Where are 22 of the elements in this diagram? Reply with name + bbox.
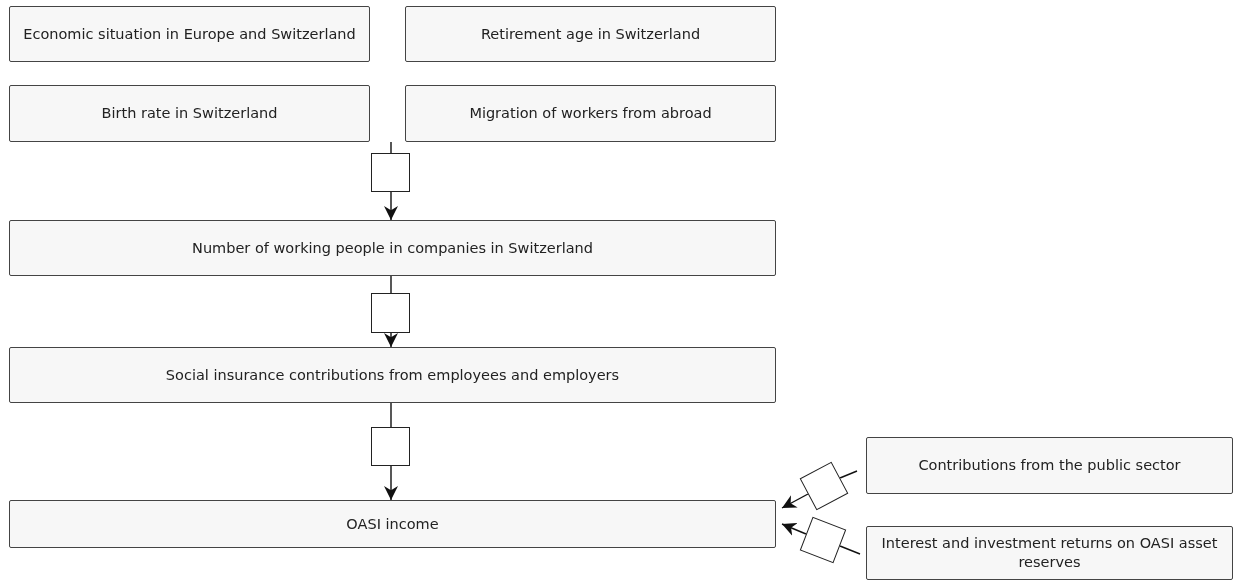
factor-box: Number of working people in companies in Switzerland — [9, 220, 776, 276]
arrow — [384, 465, 398, 501]
arrow — [781, 522, 807, 536]
factor-box: Migration of workers from abroad — [405, 85, 776, 142]
factor-box: Birth rate in Switzerland — [9, 85, 370, 142]
arrow — [781, 493, 809, 509]
factor-box: Interest and investment returns on OASI asset reserves — [866, 526, 1233, 580]
connector-line — [390, 275, 392, 294]
arrow — [384, 332, 398, 348]
factor-box: Social insurance contributions from employees and employers — [9, 347, 776, 403]
square-box — [371, 293, 410, 333]
connector-line — [839, 545, 861, 555]
arrow — [384, 191, 398, 221]
square-box — [371, 427, 410, 466]
square-box — [371, 153, 410, 192]
factor-box: Contributions from the public sector — [866, 437, 1233, 494]
connector-line — [390, 402, 392, 428]
factor-box: OASI income — [9, 500, 776, 548]
connector-line — [839, 470, 858, 479]
factor-box: Economic situation in Europe and Switzerland — [9, 6, 370, 62]
factor-box: Retirement age in Switzerland — [405, 6, 776, 62]
connector-line — [390, 141, 392, 154]
